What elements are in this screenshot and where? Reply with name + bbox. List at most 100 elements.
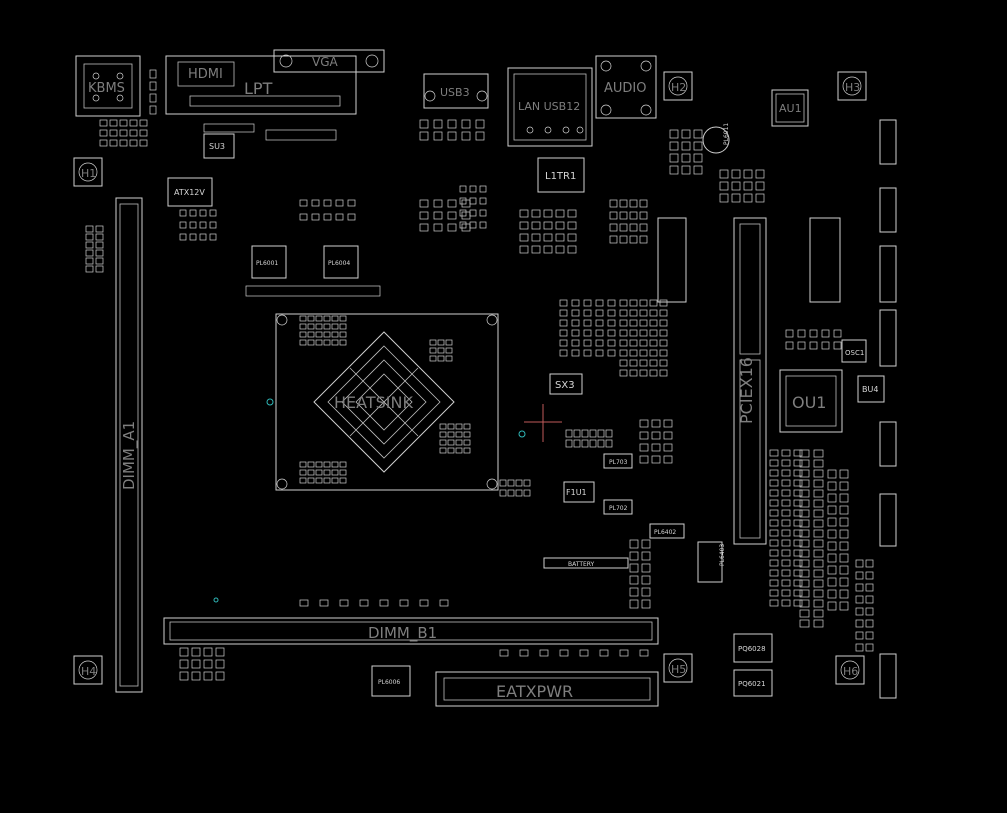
smd-pad: [595, 349, 604, 357]
smd-pad: [629, 339, 638, 347]
smd-pad: [599, 649, 609, 657]
smd-pad: [515, 479, 523, 487]
smd-pad: [607, 319, 616, 327]
smd-pad: [209, 209, 217, 217]
smd-pad: [339, 477, 347, 484]
smd-pad: [799, 489, 810, 498]
smd-pad: [179, 659, 189, 669]
smd-pad: [769, 599, 779, 607]
smd-pad: [573, 439, 581, 448]
audio-label: AUDIO: [604, 81, 647, 96]
pq6021-mosfet: PQ6021: [733, 669, 773, 697]
smd-pad: [299, 461, 307, 468]
smd-pad: [203, 659, 213, 669]
smd-pad: [459, 209, 467, 217]
inductor-pl6004: PL6004: [323, 245, 359, 279]
smd-pad: [543, 221, 553, 230]
smd-pad: [855, 571, 864, 580]
smd-pad: [839, 469, 849, 479]
smd-pad: [215, 671, 225, 681]
smd-pad: [639, 359, 648, 367]
sx3-chip: SX3: [549, 373, 583, 395]
smd-pad: [507, 489, 515, 497]
vga-label: VGA: [312, 55, 339, 69]
smd-pad: [439, 447, 447, 454]
header-columns-right: [657, 119, 897, 699]
smd-pad: [855, 607, 864, 616]
smd-pad: [827, 469, 837, 479]
osc1-crystal: OSC1: [841, 339, 867, 363]
smd-pad: [855, 595, 864, 604]
smd-pad: [659, 309, 668, 317]
smd-pad: [639, 339, 648, 347]
smd-pad: [209, 233, 217, 241]
smd-pad: [663, 419, 673, 428]
smd-pad: [769, 529, 779, 537]
smd-pad: [827, 589, 837, 599]
smd-pad: [597, 439, 605, 448]
smd-pad: [827, 481, 837, 491]
ou1-label: OU1: [792, 393, 826, 412]
smd-pad: [319, 599, 329, 607]
component-clusters: [85, 69, 874, 681]
smd-pad: [793, 509, 803, 517]
smd-pad: [429, 347, 437, 354]
smd-pad: [565, 439, 573, 448]
mount-hole-h4: H4: [73, 655, 103, 685]
smd-pad: [119, 119, 128, 127]
pl6006-inductor: PL6006: [371, 665, 411, 697]
smd-pad: [339, 599, 349, 607]
smd-pad: [781, 509, 791, 517]
smd-pad: [619, 329, 628, 337]
smd-pad: [797, 341, 806, 350]
smd-pad: [331, 323, 339, 330]
smd-pad: [571, 339, 580, 347]
pl703-inductor: PL703: [603, 453, 633, 469]
smd-pad: [447, 423, 455, 430]
smd-pad: [119, 129, 128, 137]
smd-pad: [833, 329, 842, 338]
smd-pad: [769, 579, 779, 587]
smd-pad: [639, 319, 648, 327]
smd-pad: [95, 241, 104, 249]
smd-pad: [559, 339, 568, 347]
eatxpwr-connector: EATXPWR: [435, 671, 659, 707]
smd-pad: [781, 499, 791, 507]
pl6402-label: PL6402: [654, 529, 676, 536]
h2-label: H2: [671, 81, 686, 94]
h4-label: H4: [81, 665, 96, 678]
smd-pad: [455, 439, 463, 446]
smd-pad: [323, 315, 331, 322]
smd-pad: [331, 315, 339, 322]
smd-pad: [649, 339, 658, 347]
smd-pad: [781, 599, 791, 607]
smd-pad: [827, 517, 837, 527]
smd-pad: [469, 197, 477, 205]
smd-pad: [659, 329, 668, 337]
smd-pad: [463, 439, 471, 446]
eatxpwr-label: EATXPWR: [496, 682, 573, 701]
smd-pad: [595, 339, 604, 347]
smd-pad: [781, 459, 791, 467]
smd-pad: [813, 609, 824, 618]
smd-pad: [579, 649, 589, 657]
smd-pad: [323, 213, 332, 221]
lan-usb-label: LAN USB12: [518, 100, 580, 113]
smd-pad: [299, 599, 309, 607]
smd-pad: [99, 119, 108, 127]
smd-pad: [649, 359, 658, 367]
smd-pad: [95, 233, 104, 241]
smd-pad: [339, 315, 347, 322]
smd-pad: [743, 181, 753, 191]
fiducial-lower: [213, 597, 219, 603]
smd-pad: [299, 477, 307, 484]
smd-pad: [799, 609, 810, 618]
smd-pad: [339, 331, 347, 338]
smd-pad: [769, 499, 779, 507]
ou1-chip: OU1: [779, 369, 843, 433]
sx3-label: SX3: [555, 380, 575, 391]
smd-pad: [693, 129, 703, 139]
smd-pad: [607, 339, 616, 347]
smd-pad: [839, 481, 849, 491]
pq6028-mosfet: PQ6028: [733, 633, 773, 663]
